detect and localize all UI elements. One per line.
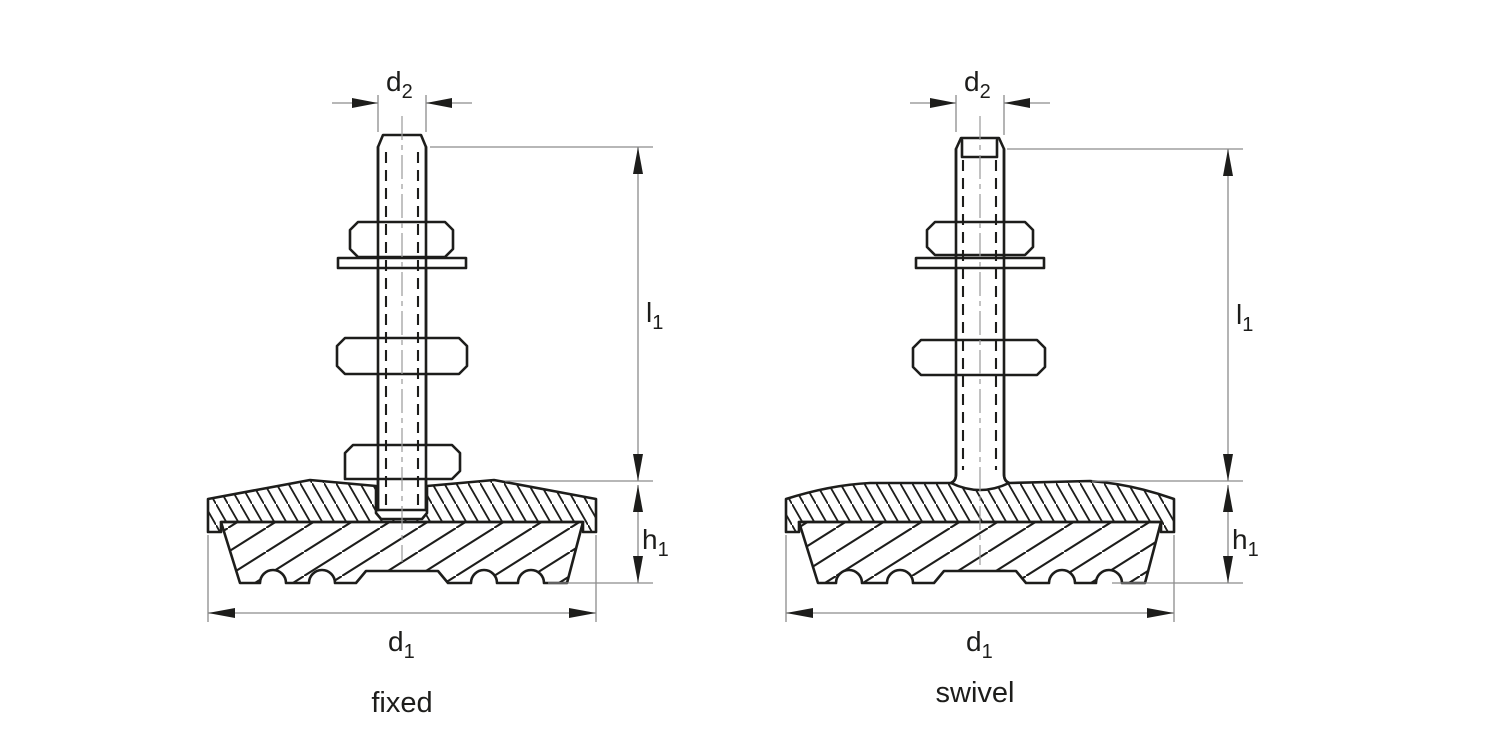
d1-label: d1 [388, 626, 415, 663]
d1-arrow-left [208, 608, 235, 618]
dim-d1: d1 [785, 535, 1175, 663]
l1-arrow-top [633, 147, 643, 174]
h1-label: h1 [642, 524, 669, 561]
dim-d1: d1 [207, 535, 597, 663]
middle-nut [911, 338, 1047, 377]
dim-h1: h1 [1112, 485, 1259, 584]
h1-arrow-bottom [1223, 556, 1233, 583]
dim-h1: h1 [548, 485, 669, 584]
l1-label: l1 [1236, 299, 1253, 336]
l1-arrow-top [1223, 149, 1233, 176]
d2-label: d2 [386, 66, 413, 103]
d2-label: d2 [964, 66, 991, 103]
figure-fixed: d2 l1 h1 d1 fixed [206, 66, 669, 719]
d2-arrow-right [426, 98, 452, 108]
stud-edge-right [1002, 147, 1011, 485]
h1-arrow-top [1223, 485, 1233, 512]
dim-d2: d2 [910, 66, 1050, 135]
dim-l1: l1 [1007, 148, 1253, 482]
h1-arrow-top [633, 485, 643, 512]
caption-fixed: fixed [371, 687, 432, 719]
dim-d2: d2 [332, 66, 472, 132]
d2-arrow-right [1004, 98, 1030, 108]
dim-l1: l1 [430, 146, 663, 482]
h1-arrow-bottom [633, 556, 643, 583]
d1-arrow-right [1147, 608, 1174, 618]
figure-swivel: d2 l1 h1 d1 swivel [784, 66, 1259, 709]
caption-swivel: swivel [936, 677, 1015, 709]
d2-arrow-left [930, 98, 956, 108]
d2-arrow-left [352, 98, 378, 108]
d1-label: d1 [966, 626, 993, 663]
h1-label: h1 [1232, 524, 1259, 561]
l1-arrow-bottom [1223, 454, 1233, 481]
l1-label: l1 [646, 297, 663, 334]
stud-edge-left [949, 147, 958, 485]
d1-arrow-left [786, 608, 813, 618]
l1-arrow-bottom [633, 454, 643, 481]
d1-arrow-right [569, 608, 596, 618]
